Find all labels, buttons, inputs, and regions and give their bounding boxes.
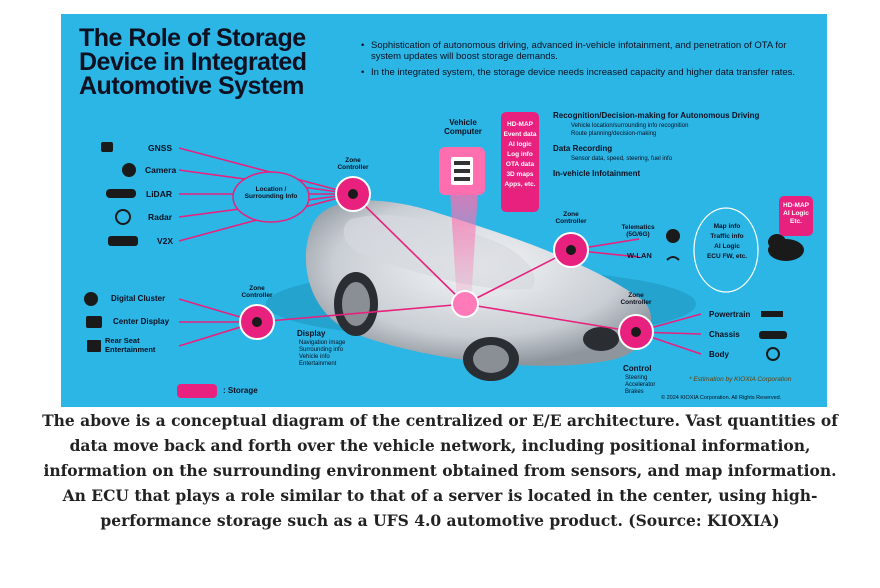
- sensor-camera: Camera: [145, 165, 177, 175]
- sensor-icons: [84, 142, 787, 361]
- lidar-car-icon: [106, 189, 136, 198]
- intro-bullets: Sophistication of autonomous driving, ad…: [361, 40, 811, 83]
- section-item: Route planning/decision-making: [571, 131, 657, 137]
- control-item: Brakes: [625, 389, 644, 395]
- display-item: Vehicle info: [299, 354, 330, 360]
- cloud-icon: [768, 234, 804, 261]
- copyright-note: © 2024 KIOXIA Corporation. All Rights Re…: [661, 395, 782, 401]
- sensor-radar: Radar: [148, 212, 173, 222]
- cloud-info-item: ECU FW, etc.: [706, 253, 748, 260]
- cloud-info-item: Map info: [713, 223, 741, 230]
- center-display-label: Center Display: [113, 317, 170, 326]
- cloud-info-bubble: [693, 207, 759, 293]
- wifi-icon: [666, 256, 680, 261]
- rear-seat-label: Rear Seat Entertainment: [105, 336, 156, 354]
- sensor-lidar: LiDAR: [146, 189, 172, 199]
- figure-caption: The above is a conceptual diagram of the…: [42, 411, 838, 530]
- telematics-icon: [666, 229, 680, 243]
- car-illustration: [266, 200, 696, 381]
- storage-item: Apps, etc.: [504, 181, 536, 188]
- estimation-note: * Estimation by KIOXIA Corporation: [689, 376, 792, 383]
- control-item: Accelerator: [625, 382, 656, 388]
- section-infotainment: In-vehicle Infotainment: [553, 169, 641, 178]
- body-label: Body: [709, 350, 729, 359]
- storage-item: OTA data: [505, 161, 535, 168]
- cloud-storage-list: HD-MAP AI Logic Etc.: [780, 202, 812, 226]
- display-items: Navigation image Surrounding info Vehicl…: [299, 340, 345, 368]
- radar-icon: [115, 209, 131, 225]
- body-icon: [766, 347, 780, 361]
- rear-seat-icon: [87, 340, 101, 352]
- section-autonomous: Recognition/Decision-making for Autonomo…: [553, 111, 760, 120]
- telematics-label: Telematics (5G/6G): [621, 224, 655, 238]
- cloud-info-item: AI Logic: [714, 243, 740, 250]
- zone-controller-nodes: [239, 176, 654, 350]
- sensor-v2x: V2X: [157, 236, 174, 246]
- cloud-storage-item: Etc.: [790, 218, 802, 225]
- camera-icon: [122, 163, 136, 177]
- storage-item: Log info: [507, 151, 533, 158]
- storage-item: AI logic: [508, 141, 532, 148]
- center-display-icon: [86, 316, 102, 328]
- storage-item: 3D maps: [506, 171, 534, 178]
- vehicle-computer-label: Vehicle Computer: [444, 118, 482, 136]
- display-item: Navigation image: [299, 340, 346, 346]
- zone-controller-label: Zone Controller: [620, 292, 652, 306]
- zone-controller-label: Zone Controller: [337, 157, 369, 171]
- location-bubble: [232, 171, 310, 223]
- chassis-icon: [759, 331, 787, 339]
- cloud-storage-item: AI Logic: [783, 210, 809, 217]
- satellite-icon: [101, 142, 113, 152]
- cloud-storage-cylinder: [779, 196, 813, 236]
- central-beam: [449, 174, 479, 304]
- digital-cluster-label: Digital Cluster: [111, 294, 166, 303]
- display-item: Surrounding info: [299, 347, 344, 353]
- vehicle-storage-tower: HD-MAP Event data AI logic Log info OTA …: [501, 112, 539, 212]
- control-item: Steering: [625, 375, 648, 381]
- diagram-graphics: [84, 142, 813, 398]
- bullet-item: In the integrated system, the storage de…: [361, 67, 811, 78]
- cloud-storage-item: HD-MAP: [783, 202, 809, 209]
- zone-controller-label: Zone Controller: [555, 211, 587, 225]
- section-item: Vehicle location/surrounding info recogn…: [571, 123, 689, 129]
- powertrain-label: Powertrain: [709, 310, 751, 319]
- sensor-gnss: GNSS: [148, 143, 173, 153]
- control-items: Steering Accelerator Brakes: [625, 375, 655, 396]
- chassis-label: Chassis: [709, 330, 740, 339]
- powertrain-icon: [761, 311, 783, 317]
- location-label: Location / Surrounding Info: [244, 186, 298, 200]
- cloud-info-list: Map info Traffic info AI Logic ECU FW, e…: [701, 222, 753, 262]
- bullet-item: Sophistication of autonomous driving, ad…: [361, 40, 811, 62]
- storage-legend-swatch: [177, 384, 217, 398]
- digital-cluster-icon: [84, 292, 98, 306]
- v2x-icon: [108, 236, 138, 246]
- architecture-diagram: The Role of Storage Device in Integrated…: [61, 14, 827, 407]
- storage-legend-label: : Storage: [223, 386, 258, 395]
- cloud-info-item: Traffic info: [710, 233, 744, 240]
- control-heading: Control: [623, 364, 652, 373]
- wlan-label: W-LAN: [627, 251, 652, 260]
- zone-controller-label: Zone Controller: [241, 285, 273, 299]
- display-heading: Display: [297, 329, 326, 338]
- display-item: Entertainment: [299, 361, 337, 367]
- section-item: Sensor data, speed, steering, fuel info: [571, 156, 673, 162]
- section-data-recording: Data Recording: [553, 144, 613, 153]
- storage-item: HD-MAP: [507, 121, 533, 128]
- figure-title: The Role of Storage Device in Integrated…: [79, 24, 307, 100]
- storage-item: Event data: [503, 131, 537, 138]
